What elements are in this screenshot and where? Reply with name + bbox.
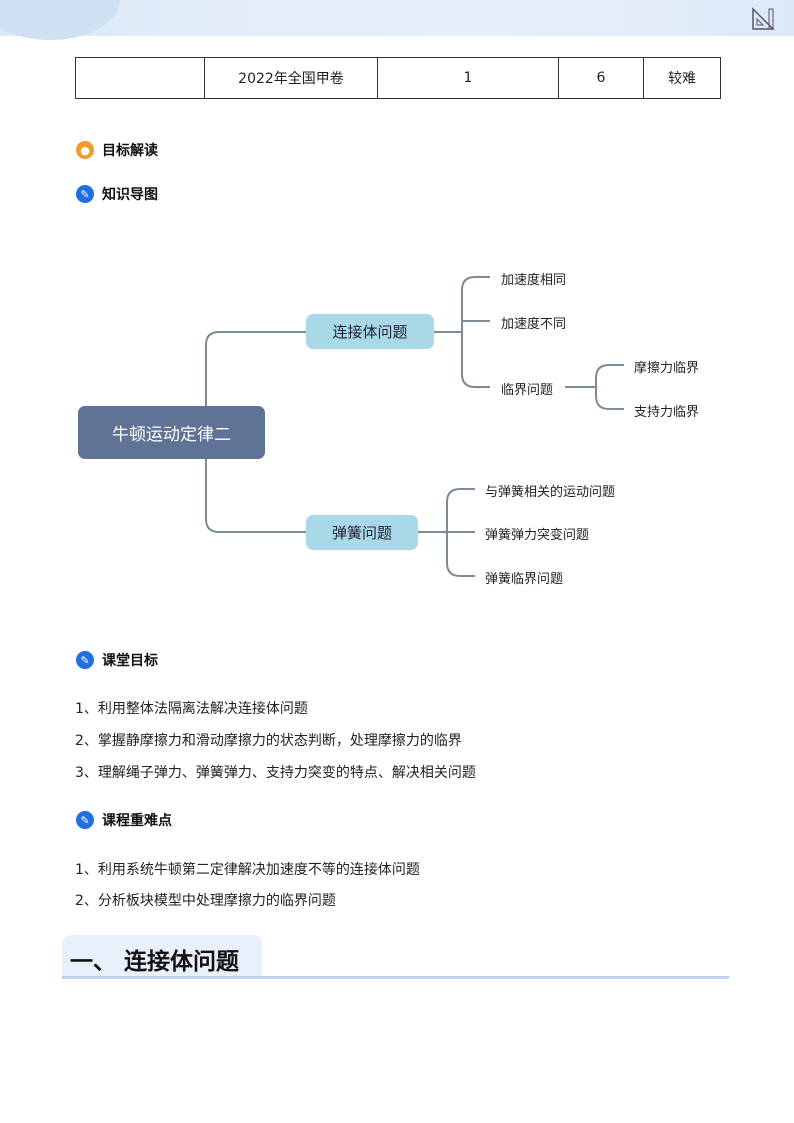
mindmap-leaf: 加速度不同 (501, 317, 567, 332)
mindmap-root: 牛顿运动定律二 (78, 406, 265, 459)
key-point-item: 2、分析板块模型中处理摩擦力的临界问题 (75, 893, 336, 909)
section-title: 一、 连接体问题 (70, 949, 240, 975)
table-cell: 较难 (643, 57, 721, 99)
heading-knowledge-map: ✎ 知识导图 (76, 184, 158, 204)
mindmap-leaf: 支持力临界 (634, 405, 700, 420)
heading-text: 目标解读 (102, 143, 158, 159)
mindmap-branch-spring: 弹簧问题 (306, 515, 418, 550)
key-point-item: 1、利用系统牛顿第二定律解决加速度不等的连接体问题 (75, 862, 420, 878)
pencil-icon: ✎ (76, 185, 94, 203)
mindmap-leaf: 与弹簧相关的运动问题 (485, 485, 616, 500)
heading-key-points: ✎ 课程重难点 (76, 810, 172, 830)
table-cell: 6 (558, 57, 644, 99)
heading-text: 课程重难点 (102, 813, 172, 829)
pencil-icon: ✎ (76, 651, 94, 669)
heading-text: 知识导图 (102, 187, 158, 203)
table-cell (75, 57, 205, 99)
mindmap-connectors (205, 276, 624, 577)
mindmap-leaf: 临界问题 (501, 383, 554, 398)
table-row: 2022年全国甲卷 1 6 较难 (75, 57, 721, 99)
goal-item: 3、理解绳子弹力、弹簧弹力、支持力突变的特点、解决相关问题 (75, 765, 476, 781)
goal-item: 1、利用整体法隔离法解决连接体问题 (75, 701, 308, 717)
heading-goal-reading: ● 目标解读 (76, 140, 158, 160)
table-cell: 2022年全国甲卷 (204, 57, 378, 99)
mindmap-branch-connected-body: 连接体问题 (306, 314, 434, 349)
mindmap-leaf: 摩擦力临界 (634, 361, 700, 376)
lightbulb-icon: ● (76, 141, 94, 159)
heading-class-goals: ✎ 课堂目标 (76, 650, 158, 670)
mindmap-leaf: 加速度相同 (501, 273, 567, 288)
ruler-triangle-icon (752, 7, 775, 30)
table-cell: 1 (377, 57, 559, 99)
pencil-icon: ✎ (76, 811, 94, 829)
goal-item: 2、掌握静摩擦力和滑动摩擦力的状态判断，处理摩擦力的临界 (75, 733, 462, 749)
header-banner (0, 0, 794, 36)
section-underline (62, 976, 729, 979)
mindmap-leaf: 弹簧临界问题 (485, 572, 564, 587)
mindmap-leaf: 弹簧弹力突变问题 (485, 528, 590, 543)
heading-text: 课堂目标 (102, 653, 158, 669)
exam-table: 2022年全国甲卷 1 6 较难 (75, 57, 721, 99)
section-title-bg (62, 935, 262, 977)
